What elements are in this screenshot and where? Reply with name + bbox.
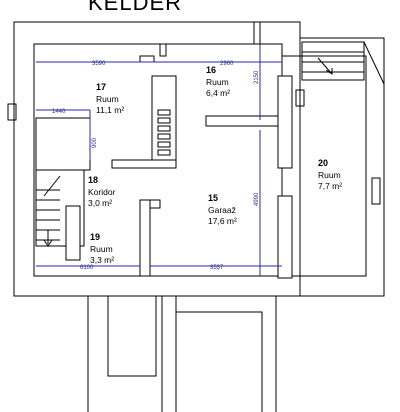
dim-mid-vertical: 900 <box>92 137 98 148</box>
dim-top-left: 3590 <box>92 61 106 67</box>
dim-bottom-right: 3537 <box>210 265 224 271</box>
room-17-label: 17 Ruum 11,1 m² <box>96 82 124 115</box>
room-area: 17,6 m² <box>208 216 237 226</box>
room-name: Ruum <box>318 170 341 180</box>
dim-right-bottom: 4990 <box>254 192 260 206</box>
room-name: Koridor <box>88 187 116 197</box>
room-number: 20 <box>318 158 328 168</box>
dim-left-mid: 1440 <box>52 109 66 115</box>
room-18-label: 18 Koridor 3,0 m² <box>88 175 116 208</box>
dim-top-right: 2960 <box>220 61 234 67</box>
room-number: 19 <box>90 232 100 242</box>
room-area: 7,7 m² <box>318 181 342 191</box>
room-19-label: 19 Ruum 3,3 m² <box>90 232 114 265</box>
room-name: Ruum <box>90 244 113 254</box>
room-name: Ruum <box>206 77 229 87</box>
interior-walls <box>7 21 381 279</box>
room-area: 11,1 m² <box>96 105 124 115</box>
room-name: Garaaž <box>208 205 236 215</box>
garage-extension <box>87 296 277 412</box>
room-number: 16 <box>206 65 216 75</box>
room-20-label: 20 Ruum 7,7 m² <box>318 158 342 191</box>
room-number: 17 <box>96 82 106 92</box>
room-15-label: 15 Garaaž 17,6 m² <box>208 193 237 226</box>
room-area: 3,3 m² <box>90 255 114 265</box>
room-area: 3,0 m² <box>88 198 112 208</box>
dim-bottom-left: 6100 <box>80 265 94 271</box>
room-name: Ruum <box>96 94 119 104</box>
plan-title: KELDER <box>88 0 182 15</box>
room-number: 15 <box>208 193 218 203</box>
dimension-lines <box>36 44 282 276</box>
room-16-label: 16 Ruum 6,4 m² <box>206 65 230 98</box>
room-area: 6,4 m² <box>206 88 230 98</box>
dimension-labels: 3590 2960 2150 1440 900 4990 6100 3537 <box>52 61 260 271</box>
room-number: 18 <box>88 175 98 185</box>
dim-right-top: 2150 <box>254 70 260 84</box>
